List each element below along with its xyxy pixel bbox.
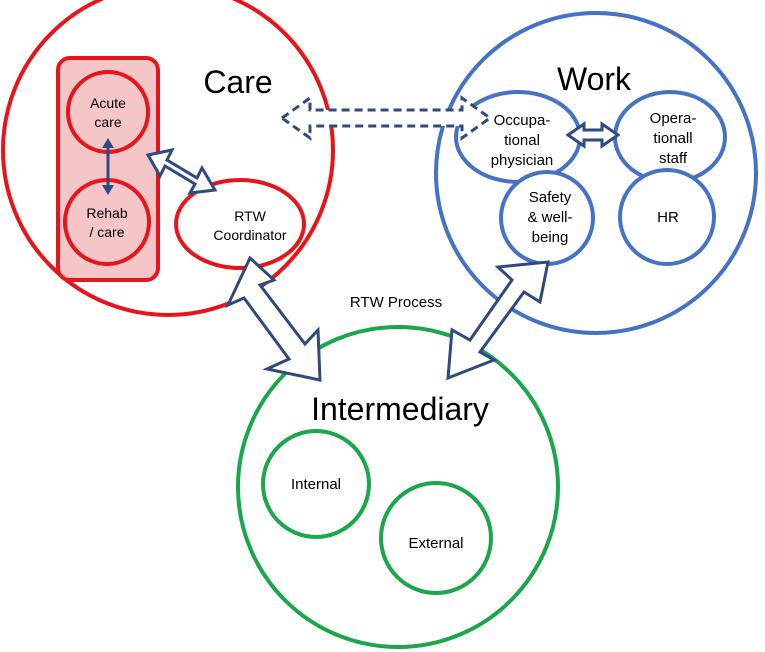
- external-label: External: [408, 535, 463, 552]
- care-intermediary-arrow: [224, 255, 322, 382]
- occupational-label-3: physician: [491, 152, 554, 169]
- rehab-care-label-2: / care: [89, 224, 124, 240]
- rtw-process-label: RTW Process: [350, 294, 442, 311]
- acute-care-label: Acute: [90, 95, 126, 111]
- work-title: Work: [557, 61, 632, 97]
- care-title: Care: [203, 64, 272, 100]
- hr-circle: [618, 168, 716, 266]
- safety-label-1: Safety: [529, 189, 572, 206]
- rtw-coordinator-ellipse: [174, 178, 306, 270]
- operational-label-1: Opera-: [650, 110, 697, 127]
- internal-circle: [261, 429, 371, 539]
- work-intermediary-arrow: [446, 260, 550, 381]
- care-work-dashed-arrow: [279, 95, 493, 141]
- safety-label-2: & well-: [527, 209, 572, 226]
- rtw-coordinator-label: RTW: [234, 208, 266, 224]
- operational-label-3: staff: [659, 150, 688, 167]
- operational-label-2: tionall: [653, 130, 692, 147]
- acute-care-label-2: care: [94, 114, 121, 130]
- acute-rehab-arrow: [102, 138, 114, 195]
- intermediary-title: Intermediary: [311, 391, 489, 427]
- rtw-coordinator-label-2: Coordinator: [213, 227, 286, 243]
- occupational-label-1: Occupa-: [494, 112, 551, 129]
- box-to-coordinator-arrow: [145, 147, 218, 195]
- safety-label-3: being: [532, 229, 569, 246]
- external-circle: [379, 481, 493, 595]
- rehab-care-label: Rehab: [86, 205, 127, 221]
- occupational-label-2: tional: [504, 132, 540, 149]
- occupational-operational-arrow: [565, 121, 621, 149]
- hr-label: HR: [657, 209, 679, 226]
- internal-label: Internal: [291, 476, 341, 493]
